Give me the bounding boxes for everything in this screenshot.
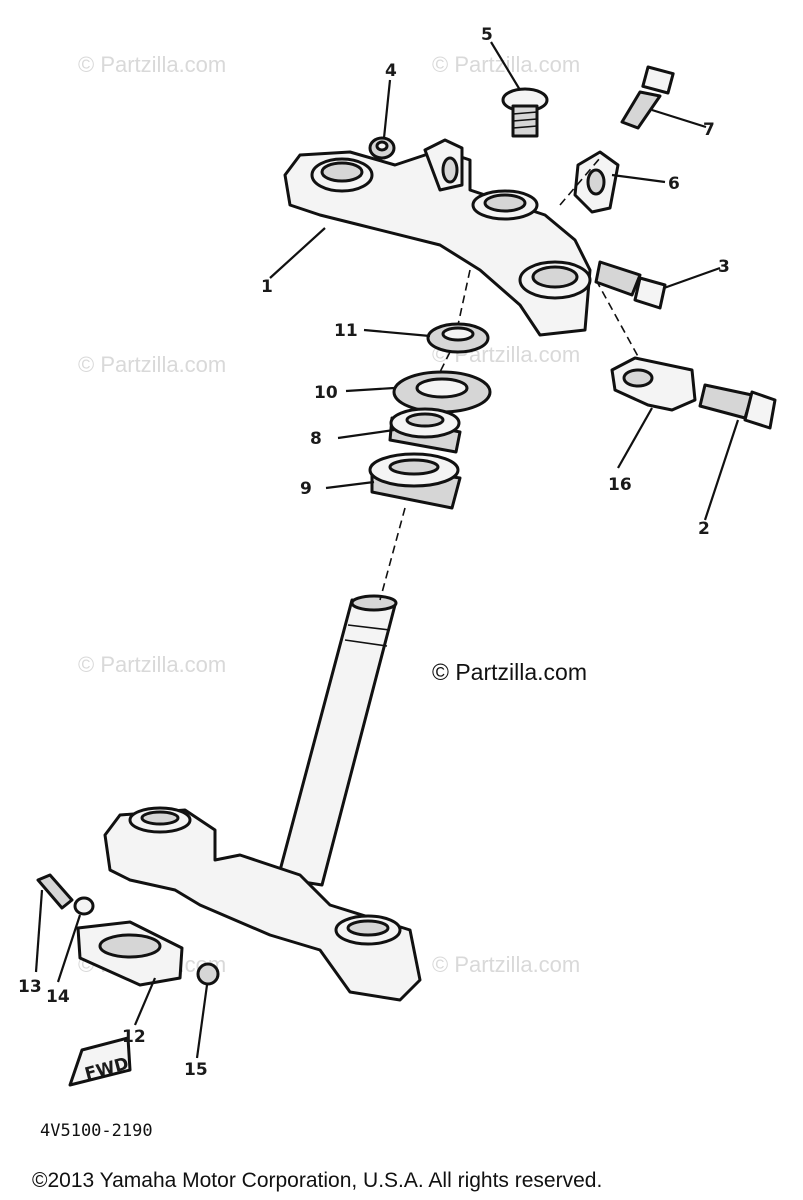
- label-9: 9: [300, 479, 312, 499]
- bolt-5: [501, 87, 549, 138]
- watermark: © Partzilla.com: [432, 52, 580, 77]
- label-8: 8: [310, 429, 322, 449]
- label-4: 4: [385, 61, 397, 81]
- label-7: 7: [703, 120, 715, 140]
- washer-14: [73, 896, 95, 916]
- steering-stem: [276, 594, 398, 887]
- clamp-16: [610, 356, 697, 412]
- bolt-13: [36, 873, 74, 910]
- nut-11: [426, 322, 490, 354]
- watermark: © Partzilla.com: [78, 52, 226, 77]
- label-13: 13: [18, 977, 42, 997]
- copyright-notice: ©2013 Yamaha Motor Corporation, U.S.A. A…: [32, 1169, 602, 1192]
- nut-4: [368, 136, 396, 160]
- label-15: 15: [184, 1060, 208, 1080]
- clamp-12: [76, 920, 184, 987]
- label-14: 14: [46, 987, 70, 1007]
- label-10: 10: [314, 383, 338, 403]
- bolt-3: [594, 260, 667, 310]
- part-code: 4V5100-2190: [40, 1121, 153, 1141]
- bearing-9: [368, 452, 462, 510]
- fwd-arrow-marker: FWD: [68, 1036, 132, 1087]
- nut-15: [196, 962, 220, 986]
- leader-lines: [34, 41, 740, 1059]
- watermark-center: © Partzilla.com: [432, 659, 587, 685]
- label-16: 16: [608, 475, 632, 495]
- lower-bracket: [103, 806, 422, 1002]
- clamp-6: [573, 150, 620, 214]
- part-labels: 1 2 3 4 5 6 7 8 9 10 11 12 13 14 15 16: [18, 25, 730, 1080]
- label-5: 5: [481, 25, 493, 45]
- watermark: © Partzilla.com: [78, 652, 226, 677]
- bolt-2: [698, 383, 777, 430]
- bearing-8: [388, 407, 462, 454]
- label-6: 6: [668, 174, 680, 194]
- watermark: © Partzilla.com: [78, 352, 226, 377]
- label-2: 2: [698, 519, 710, 539]
- label-1: 1: [261, 277, 273, 297]
- label-12: 12: [122, 1027, 146, 1047]
- bolt-7: [620, 65, 675, 130]
- washer-10: [392, 370, 492, 414]
- label-11: 11: [334, 321, 358, 341]
- watermark: © Partzilla.com: [432, 952, 580, 977]
- label-3: 3: [718, 257, 730, 277]
- upper-bracket: [283, 138, 592, 337]
